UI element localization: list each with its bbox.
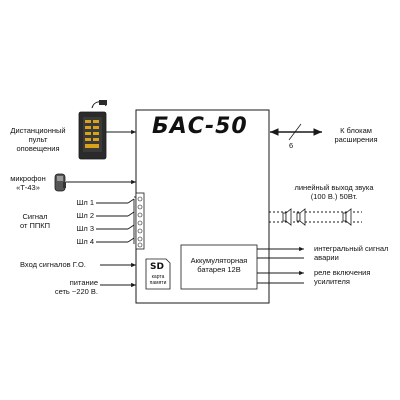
- sd-card-title: SD: [150, 262, 164, 272]
- battery-box: [180, 244, 258, 290]
- battery-label: Аккумуляторная батарея 12В: [190, 256, 248, 274]
- power-label: питание сеть ~220 В.: [54, 278, 98, 296]
- loop-label-4: Шл 4: [76, 237, 94, 246]
- remote-panel-label: Дистанционный пульт оповещения: [10, 126, 66, 153]
- go-input-label: Вход сигналов Г.О.: [20, 260, 86, 269]
- microphone-label: микрофон «Т-43»: [10, 174, 46, 192]
- ppkp-signal-label: Сигнал от ППКП: [19, 212, 51, 230]
- loop-label-3: Шл 3: [76, 224, 94, 233]
- line-out-label: линейный выход звука (100 В.) 50Вт.: [294, 183, 374, 201]
- loop-label-1: Шл 1: [76, 198, 94, 207]
- loop-label-2: Шл 2: [76, 211, 94, 220]
- microphone-icon: [54, 173, 66, 192]
- sd-card-icon: [145, 258, 171, 290]
- speaker-icons: [282, 208, 352, 226]
- terminal-block: [135, 192, 145, 250]
- remote-panel-icon: [78, 100, 107, 160]
- alarm-signal-label: интегральный сигнал аварии: [314, 244, 389, 262]
- device-title: БАС-50: [152, 114, 248, 139]
- expansion-bus-count: 6: [289, 141, 294, 150]
- expansion-label: К блокам расширения: [334, 126, 378, 144]
- sd-card-caption: карта памяти: [149, 274, 167, 286]
- amp-relay-label: реле включения усилителя: [314, 268, 371, 286]
